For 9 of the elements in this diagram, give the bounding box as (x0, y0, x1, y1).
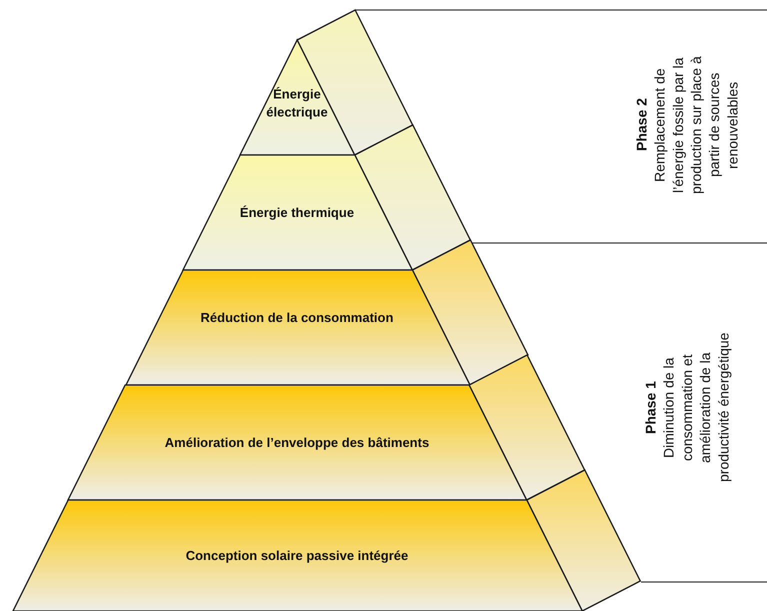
tier-label: Énergie électrique (265, 86, 329, 121)
tier-label: Réduction de la consommation (200, 310, 394, 328)
phase-description: Diminution de la consommation et amélioration de la productivité énergétique (660, 332, 732, 484)
phase-description: Remplacement de l’énergie fossile par la production sur place à partir de sources renouvelables (650, 55, 742, 196)
phase-heading: Phase 2 (632, 98, 650, 154)
tier-label: Conception solaire passive intégrée (184, 546, 410, 564)
tier-label: Amélioration de l’enveloppe des bâtiments (164, 434, 430, 452)
tier-label: Énergie thermique (238, 204, 356, 222)
phase-heading: Phase 1 (642, 380, 660, 436)
